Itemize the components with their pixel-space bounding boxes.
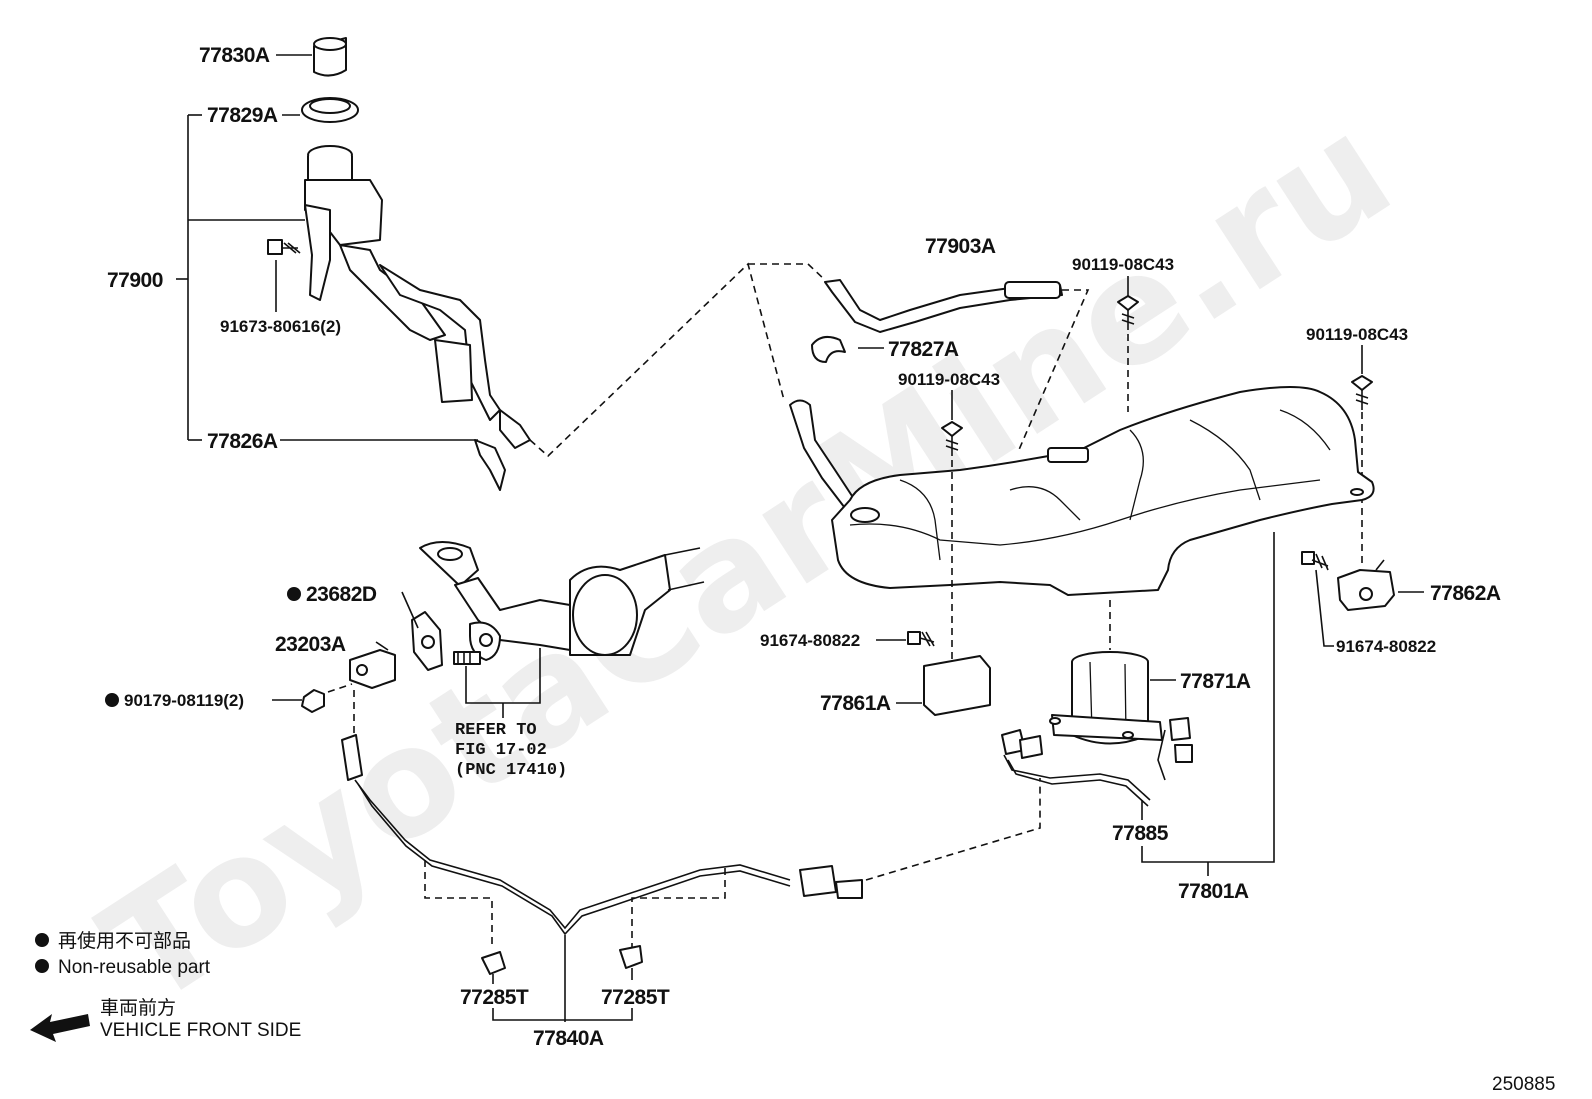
label-77903A: 77903A: [925, 235, 996, 258]
refer-line-2: FIG 17-02: [455, 741, 547, 760]
refer-line-3: (PNC 17410): [455, 761, 567, 780]
label-77871A: 77871A: [1180, 670, 1251, 693]
label-90119-08C43-top: 90119-08C43: [1072, 255, 1174, 274]
label-91673-80616: 91673-80616(2): [220, 317, 341, 336]
pump-77871A-part: [1049, 651, 1163, 745]
clip-77285Tb-part: [619, 945, 643, 980]
bolt-90119b-part: [941, 421, 963, 456]
label-23203A: 23203A: [275, 633, 346, 656]
ecu-77861A-part: [923, 655, 991, 716]
stud-part: [453, 651, 481, 665]
label-90179-08119: 90179-08119(2): [124, 691, 244, 710]
label-77862A: 77862A: [1430, 582, 1501, 605]
legend-jp-front: 車両前方: [100, 997, 176, 1019]
label-90119-08C43-mid: 90119-08C43: [898, 370, 1000, 389]
label-77829A: 77829A: [207, 104, 278, 127]
label-77285T-left: 77285T: [460, 986, 529, 1009]
label-77861A: 77861A: [820, 692, 891, 715]
exhaust-pipe-part: [419, 541, 705, 656]
fuel-tank-part: [831, 386, 1375, 596]
label-77885: 77885: [1112, 822, 1169, 845]
label-90119-08C43-right: 90119-08C43: [1306, 325, 1408, 344]
filler-ring-part: [301, 97, 359, 123]
nut-90179-part: [301, 689, 325, 713]
legend-bullet-icon: [35, 933, 49, 947]
bolt-91674a-part: [907, 631, 935, 647]
filler-neck-part: [304, 145, 531, 491]
clip-77285Ta-part: [481, 951, 506, 984]
sensor-23203A-part: [349, 649, 396, 689]
label-91674-80822-left: 91674-80822: [760, 631, 860, 650]
nonreusable-bullet-icon: [287, 587, 301, 601]
bolt-90119c-part: [1351, 375, 1373, 410]
legend-en-nonreusable: Non-reusable part: [58, 957, 211, 978]
label-77826A: 77826A: [207, 430, 278, 453]
label-77827A: 77827A: [888, 338, 959, 361]
front-arrow-icon: [30, 1014, 90, 1042]
label-77840A: 77840A: [533, 1027, 604, 1050]
gasket-right-part: [469, 621, 501, 661]
label-77285T-right: 77285T: [601, 986, 670, 1009]
bolt-91673-part: [267, 239, 301, 255]
fuel-cap-part: [313, 37, 347, 77]
gasket-23682D-part: [411, 611, 443, 671]
harness-77840A-part: [341, 734, 863, 936]
bolt-90119a-part: [1117, 295, 1139, 330]
bracket-77862A-part: [1337, 559, 1395, 611]
legend-en-front: VEHICLE FRONT SIDE: [100, 1020, 301, 1041]
diagram-id: 250885: [1492, 1074, 1555, 1095]
bolt-91674b-part: [1301, 551, 1329, 571]
nonreusable-bullet-icon: [105, 693, 119, 707]
clamp-77827A-part: [811, 335, 846, 363]
harness-77885-part: [1001, 717, 1193, 807]
label-91674-80822-right: 91674-80822: [1336, 637, 1436, 656]
label-77801A: 77801A: [1178, 880, 1249, 903]
legend-jp-nonreusable: 再使用不可部品: [58, 930, 191, 952]
vent-hose-part: [824, 279, 1063, 333]
label-77830A: 77830A: [199, 44, 270, 67]
label-23682D: 23682D: [306, 583, 377, 606]
refer-line-1: REFER TO: [455, 721, 537, 740]
legend-bullet-icon: [35, 959, 49, 973]
label-77900: 77900: [107, 269, 163, 292]
